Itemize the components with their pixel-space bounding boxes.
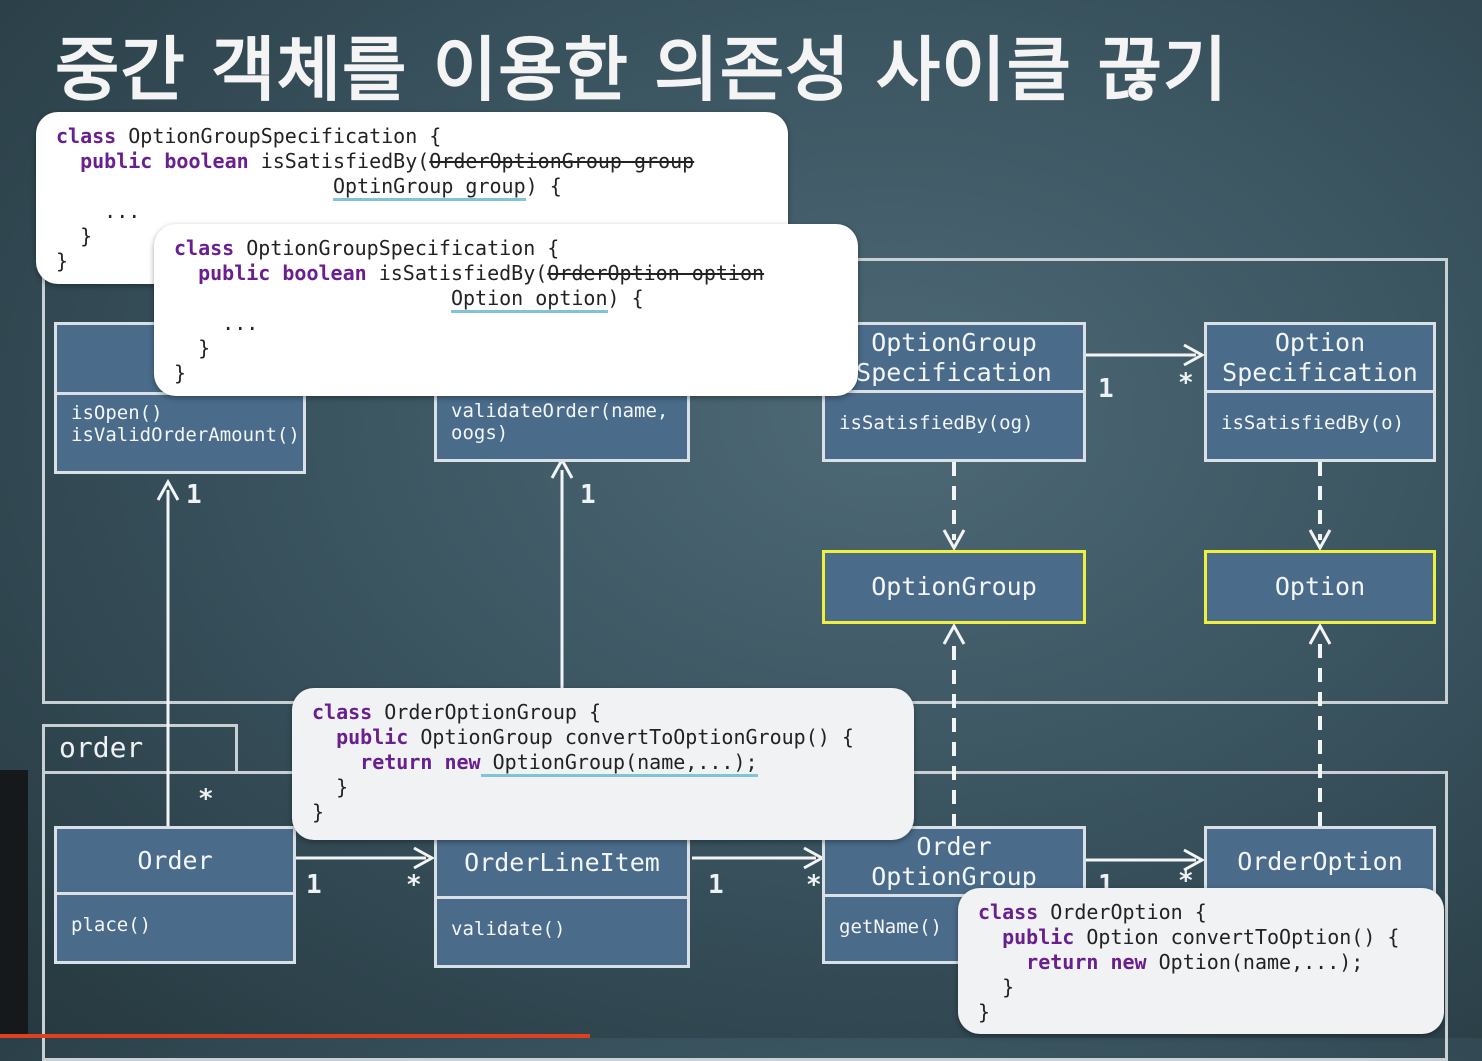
optionspec-dashed-arrowhead xyxy=(1308,529,1332,552)
option-group-spec-class: OptionGroup Specification isSatisfiedBy(… xyxy=(822,322,1086,462)
code-callout-1-text: class OptionGroupSpecification { public … xyxy=(56,124,695,273)
code-callout-order-option: class OrderOption { public Option conver… xyxy=(958,888,1444,1034)
option-group-class: OptionGroup xyxy=(822,550,1086,624)
menu-op-validateorder-args: oogs) xyxy=(451,421,509,444)
order-option-group-class-ops: getName() xyxy=(825,897,1083,947)
mult-order-shop: 1 xyxy=(186,480,202,510)
shop-class-ops: isOpen() isValidOrderAmount() xyxy=(57,395,303,455)
order-option-group-class-name: Order OptionGroup xyxy=(825,829,1083,897)
order-op-place: place() xyxy=(71,914,152,936)
order-line-item-class: OrderLineItem validate() xyxy=(434,826,690,968)
mult-line-group-one: 1 xyxy=(708,870,724,900)
slide-title: 중간 객체를 이용한 의존성 사이클 끊기 xyxy=(55,29,1229,111)
mult-spec-one: 1 xyxy=(1098,374,1114,404)
video-progress-bar xyxy=(0,1034,590,1038)
mult-line-group-many: * xyxy=(806,870,822,900)
code-callout-4-text: class OrderOption { public Option conver… xyxy=(978,900,1400,1024)
option-group-spec-class-name: OptionGroup Specification xyxy=(825,325,1083,393)
mult-spec-many: * xyxy=(1178,368,1194,398)
option-spec-class-ops: isSatisfiedBy(o) xyxy=(1207,393,1433,443)
order-line-item-op-validate: validate() xyxy=(451,918,566,940)
menu-op-validateorder: validateOrder(name, xyxy=(451,400,669,422)
option-spec-class: Option Specification isSatisfiedBy(o) xyxy=(1204,322,1436,462)
option-spec-class-name: Option Specification xyxy=(1207,325,1433,393)
groupspec-dashed-arrowhead xyxy=(942,529,966,552)
option-group-class-name: OptionGroup xyxy=(871,572,1037,601)
order-option-group-op-getname: getName() xyxy=(839,916,942,938)
mult-order-menu: 1 xyxy=(580,480,596,510)
orderoption-dashed-arrowhead xyxy=(1308,622,1332,645)
left-edge-strip xyxy=(0,770,28,1038)
shop-op-isvalidorderamount: isValidOrderAmount() xyxy=(71,423,300,446)
ordergroup-dashed-arrowhead xyxy=(942,622,966,645)
menu-class-ops: validateOrder(name, oogs) xyxy=(437,393,687,453)
ordergroup-to-orderoption-arrowhead xyxy=(1183,848,1206,872)
dependency-lines xyxy=(156,343,1332,872)
code-callout-2-text: class OptionGroupSpecification { public … xyxy=(174,236,765,385)
option-class-name: Option xyxy=(1274,572,1366,601)
spec-to-optionspec-arrowhead xyxy=(1183,343,1206,367)
mult-order-many: * xyxy=(198,784,214,814)
order-class-ops: place() xyxy=(57,895,293,945)
order-class-name: Order xyxy=(57,829,293,895)
order-option-class-name: OrderOption xyxy=(1207,829,1433,897)
option-spec-op-issatisfiedby: isSatisfiedBy(o) xyxy=(1221,412,1405,434)
order-class: Order place() xyxy=(54,826,296,964)
order-line-item-class-name: OrderLineItem xyxy=(437,829,687,899)
option-group-spec-class-ops: isSatisfiedBy(og) xyxy=(825,393,1083,443)
option-class: Option xyxy=(1204,550,1436,624)
code-callout-option-spec: class OptionGroupSpecification { public … xyxy=(154,224,858,396)
order-line-item-class-ops: validate() xyxy=(437,899,687,949)
order-to-lineitem-arrowhead xyxy=(413,846,436,870)
code-callout-3-text: class OrderOptionGroup { public OptionGr… xyxy=(312,700,854,824)
mult-order-line-many: * xyxy=(406,870,422,900)
mult-order-line-one: 1 xyxy=(306,870,322,900)
order-to-shop-arrowhead xyxy=(156,478,180,501)
shop-op-isopen: isOpen() xyxy=(71,402,163,424)
option-group-spec-op-issatisfiedby: isSatisfiedBy(og) xyxy=(839,412,1034,434)
code-callout-order-option-group: class OrderOptionGroup { public OptionGr… xyxy=(292,688,914,840)
